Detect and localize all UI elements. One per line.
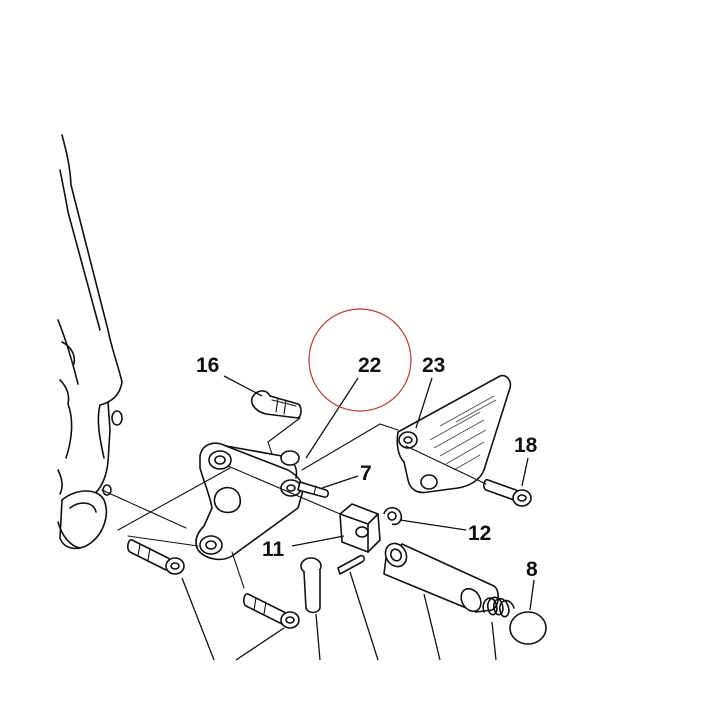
callout-12: 12 — [468, 522, 491, 545]
pin-7 — [297, 481, 329, 498]
bolt-16 — [250, 390, 302, 419]
bolt-lower-left — [127, 539, 185, 575]
clevis-pin — [300, 557, 322, 614]
callout-7: 7 — [360, 462, 372, 485]
callout-11: 11 — [262, 538, 285, 561]
footpeg-tube — [383, 542, 500, 613]
spring — [482, 596, 515, 618]
callout-23: 23 — [422, 354, 445, 377]
circlip-12 — [383, 506, 403, 526]
footrest-bracket — [195, 442, 304, 561]
callout-8: 8 — [526, 558, 538, 581]
bolt-lower-middle — [243, 593, 300, 629]
frame-outline — [57, 134, 123, 550]
callout-16: 16 — [196, 354, 219, 377]
heel-guard-plate — [396, 374, 512, 494]
callout-18: 18 — [514, 434, 538, 457]
callout-leaders — [181, 375, 535, 661]
callout-22: 22 — [358, 354, 381, 377]
bolt-18 — [483, 478, 532, 507]
roll-pin — [337, 554, 365, 575]
end-cap-8 — [509, 611, 547, 645]
assembly-lines — [101, 417, 487, 589]
highlight-circle — [308, 308, 412, 412]
pivot-block-11 — [339, 503, 381, 553]
